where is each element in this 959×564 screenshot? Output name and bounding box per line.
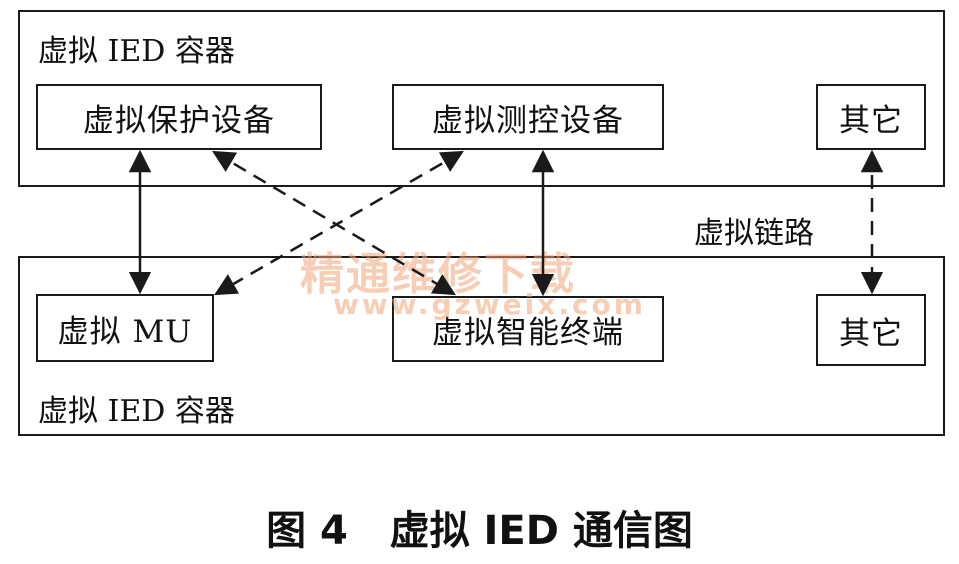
virtual-smart-terminal: 虚拟智能终端: [392, 296, 664, 362]
bottom-ied-container: [18, 256, 945, 436]
figure-caption: 图 4 虚拟 IED 通信图: [266, 508, 693, 554]
virtual-protection-device: 虚拟保护设备: [36, 84, 322, 150]
link-measure-mu: [214, 150, 464, 296]
top-ied-container: [18, 10, 945, 187]
top-container-title: 虚拟 IED 容器: [38, 34, 235, 69]
virtual-link-label: 虚拟链路: [694, 216, 814, 251]
bottom-container-title: 虚拟 IED 容器: [38, 394, 235, 429]
bottom-other-device: 其它: [816, 294, 926, 366]
link-protection-smart-terminal: [212, 150, 456, 296]
top-other-device: 其它: [816, 84, 926, 150]
virtual-mu: 虚拟 MU: [36, 294, 214, 362]
virtual-measure-control-device: 虚拟测控设备: [392, 84, 664, 150]
